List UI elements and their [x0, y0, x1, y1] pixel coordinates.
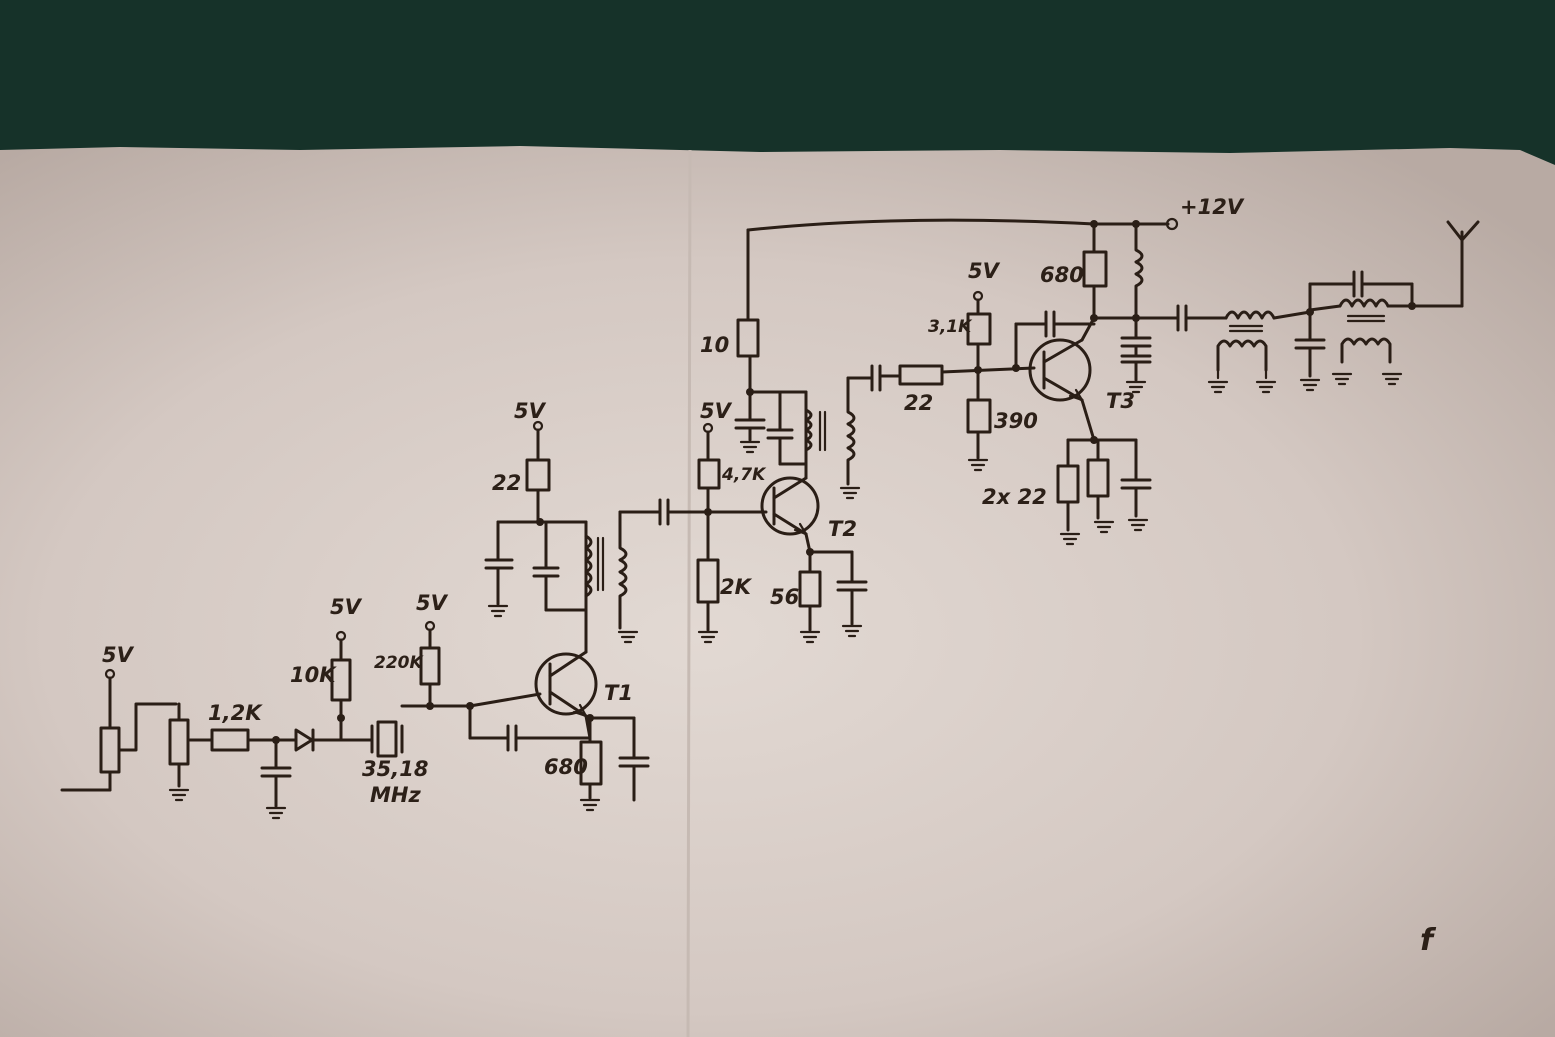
r-4k7-label: 4,7K	[721, 465, 767, 485]
stage-2	[658, 218, 1170, 644]
t2-bias-supply-label: 5V	[700, 399, 733, 423]
stage-1	[466, 420, 662, 812]
transistor-t1-symbol	[534, 652, 598, 716]
t1-collector-supply-label: 5V	[514, 399, 547, 423]
r-680-t3-label: 680	[1040, 263, 1084, 287]
input-network	[60, 620, 472, 820]
t3-bias-supply-label: 5V	[968, 259, 1001, 283]
t2-label: T2	[828, 517, 857, 541]
r-2x22-label: 2x 22	[982, 485, 1047, 509]
output-filter	[1176, 220, 1480, 394]
stage-3	[870, 217, 1180, 546]
r-220k-supply-label: 5V	[416, 591, 449, 615]
r-10k-label: 10K	[290, 663, 337, 687]
paper-sheet	[0, 146, 1555, 1037]
t3-label: T3	[1106, 389, 1135, 413]
corner-mark: f	[1420, 923, 1437, 958]
r-680-t1-label: 680	[544, 755, 588, 779]
r-22-series-label: 22	[904, 391, 933, 415]
r-1k2-label: 1,2K	[208, 701, 263, 725]
transistor-t3-symbol	[1028, 338, 1092, 402]
paper-fold	[686, 149, 692, 1037]
r-220k-label: 220K	[374, 653, 424, 673]
r-22-t1-label: 22	[492, 471, 521, 495]
r-10k-supply-label: 5V	[330, 595, 363, 619]
r-2k-label: 2K	[720, 575, 753, 599]
r-3k1-label: 3,1K	[928, 317, 973, 337]
transistor-t2-symbol	[760, 476, 820, 536]
r-56-label: 56	[770, 585, 799, 609]
t1-label: T1	[604, 681, 633, 705]
labels: +12V 5V 1,2K 5V 10K 5V 220K 35,18 MHz 5V…	[102, 195, 1437, 958]
r-10-label: 10	[700, 333, 729, 357]
crystal-unit-label: MHz	[370, 783, 421, 807]
r-390-label: 390	[994, 409, 1038, 433]
crystal-freq-label: 35,18	[362, 757, 428, 781]
pot-supply-label: 5V	[102, 643, 135, 667]
supply-12v-label: +12V	[1180, 195, 1245, 219]
